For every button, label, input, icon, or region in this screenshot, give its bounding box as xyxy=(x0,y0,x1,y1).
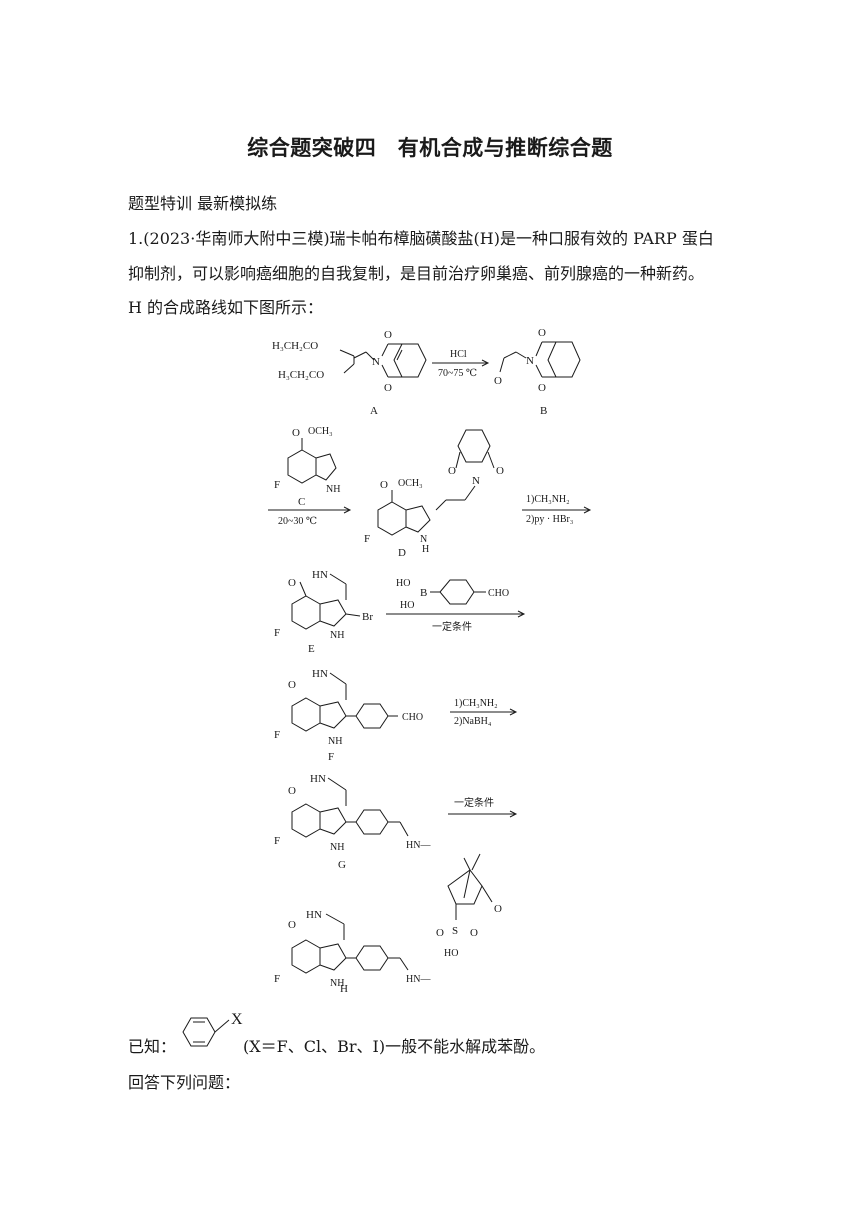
step6-condition: 一定条件 xyxy=(454,796,494,809)
known-prefix: 已知： xyxy=(128,1037,177,1056)
step3-line1: 1)CH₃NH₂ xyxy=(526,494,570,505)
d-ester: OCH₃ xyxy=(398,478,423,489)
f-hn: HN xyxy=(312,668,328,680)
c-label: C xyxy=(298,496,305,508)
d-o: O xyxy=(380,479,388,491)
d-label: D xyxy=(398,547,406,559)
a-label: A xyxy=(370,405,378,417)
compound-h: HN O HN— NH F H O S O O HO xyxy=(274,853,502,995)
section-label: 题型特训 最新模拟练 xyxy=(128,194,278,213)
h-f: F xyxy=(274,973,280,985)
synthesis-scheme-svg: H₃CH₂CO H₃CH₂CO N O O A HCl 70~75 ℃ O N … xyxy=(268,327,592,995)
question-line-2: 抑制剂，可以影响癌细胞的自我复制，是目前治疗卵巢癌、前列腺癌的一种新药。 xyxy=(128,264,705,283)
step1-reagent: HCl xyxy=(450,349,467,360)
d-f: F xyxy=(364,533,370,545)
step-6-arrow: 一定条件 xyxy=(448,796,518,818)
h-label: H xyxy=(340,983,348,995)
e-f: F xyxy=(274,627,280,639)
step2-condition: 20~30 ℃ xyxy=(278,516,317,527)
h-oh: HO xyxy=(444,948,458,959)
c-ester: OCH₃ xyxy=(308,426,333,437)
h-hn: HN xyxy=(306,909,322,921)
a-n: N xyxy=(372,356,380,368)
step4-condition: 一定条件 xyxy=(432,620,472,633)
answer-prompt: 回答下列问题： xyxy=(128,1073,241,1092)
b-n: N xyxy=(526,355,534,367)
b-label: B xyxy=(540,405,547,417)
a-o-top: O xyxy=(384,329,392,341)
known-x-label: X xyxy=(231,1011,243,1028)
b-o-bottom: O xyxy=(538,382,546,394)
compound-b: O N O O B xyxy=(494,327,581,417)
a-ethoxy-1: H₃CH₂CO xyxy=(272,340,318,352)
h-camphor-o: O xyxy=(494,903,502,915)
g-label: G xyxy=(338,859,346,871)
d-n-phth: N xyxy=(472,475,480,487)
e-o: O xyxy=(288,577,296,589)
benzene-halide-icon: X xyxy=(182,1011,243,1047)
b-o-top: O xyxy=(538,327,546,339)
f-label: F xyxy=(328,751,334,763)
c-f: F xyxy=(274,479,280,491)
e-hn: HN xyxy=(312,569,328,581)
a-ethoxy-2: H₃CH₂CO xyxy=(278,369,324,381)
f-f: F xyxy=(274,729,280,741)
question-line-3: H 的合成路线如下图所示： xyxy=(128,298,324,317)
d-h: H xyxy=(422,544,429,555)
step-4-arrow: HO HO B CHO 一定条件 xyxy=(386,578,526,633)
compound-c: O OCH₃ NH F C 20~30 ℃ xyxy=(268,426,352,527)
b-o-ald: O xyxy=(494,375,502,387)
c-o: O xyxy=(292,427,300,439)
step-5-arrow: 1)CH₃NH₂ 2)NaBH₄ xyxy=(450,698,518,727)
step5-line1: 1)CH₃NH₂ xyxy=(454,698,498,709)
f-o: O xyxy=(288,679,296,691)
step-3-arrow: 1)CH₃NH₂ 2)py · HBr₃ xyxy=(522,494,592,525)
h-so-o2: O xyxy=(470,927,478,939)
h-nh: NH xyxy=(330,978,344,989)
h-so-o1: O xyxy=(436,927,444,939)
f-cho: CHO xyxy=(402,712,423,723)
compound-e: HN O Br NH F E xyxy=(274,569,373,655)
page-title: 综合题突破四 有机合成与推断综合题 xyxy=(247,136,613,160)
h-amine: HN— xyxy=(406,974,431,985)
d-o2: O xyxy=(496,465,504,477)
f-nh: NH xyxy=(328,736,342,747)
g-f: F xyxy=(274,835,280,847)
step-1-arrow: HCl 70~75 ℃ xyxy=(432,349,490,379)
step4-ho2: HO xyxy=(400,600,414,611)
compound-f: HN O CHO NH F F xyxy=(274,668,423,763)
compound-d: O O N O OCH₃ N H F D xyxy=(364,429,504,559)
a-o-bottom: O xyxy=(384,382,392,394)
d-n-ring: N xyxy=(420,534,427,545)
c-nh: NH xyxy=(326,484,340,495)
h-o: O xyxy=(288,919,296,931)
step3-line2: 2)py · HBr₃ xyxy=(526,514,573,525)
g-o: O xyxy=(288,785,296,797)
compound-g: HN O HN— NH F G xyxy=(274,773,431,871)
g-hn: HN xyxy=(310,773,326,785)
compound-a: H₃CH₂CO H₃CH₂CO N O O A xyxy=(272,329,427,417)
step4-b: B xyxy=(420,587,427,599)
step4-ho1: HO xyxy=(396,578,410,589)
d-o1: O xyxy=(448,465,456,477)
h-s: S xyxy=(452,925,458,937)
step5-line2: 2)NaBH₄ xyxy=(454,716,492,727)
synthesis-scheme: H₃CH₂CO H₃CH₂CO N O O A HCl 70~75 ℃ O N … xyxy=(260,320,600,1004)
question-line-1: 1.(2023·华南师大附中三模)瑞卡帕布樟脑磺酸盐(H)是一种口服有效的 PA… xyxy=(128,229,714,248)
g-nh: NH xyxy=(330,842,344,853)
e-label: E xyxy=(308,643,315,655)
known-text: (X＝F、Cl、Br、I)一般不能水解成苯酚。 xyxy=(243,1037,546,1056)
g-amine: HN— xyxy=(406,840,431,851)
e-nh: NH xyxy=(330,630,344,641)
e-br: Br xyxy=(362,611,373,623)
step1-condition: 70~75 ℃ xyxy=(438,368,477,379)
step4-cho: CHO xyxy=(488,588,509,599)
